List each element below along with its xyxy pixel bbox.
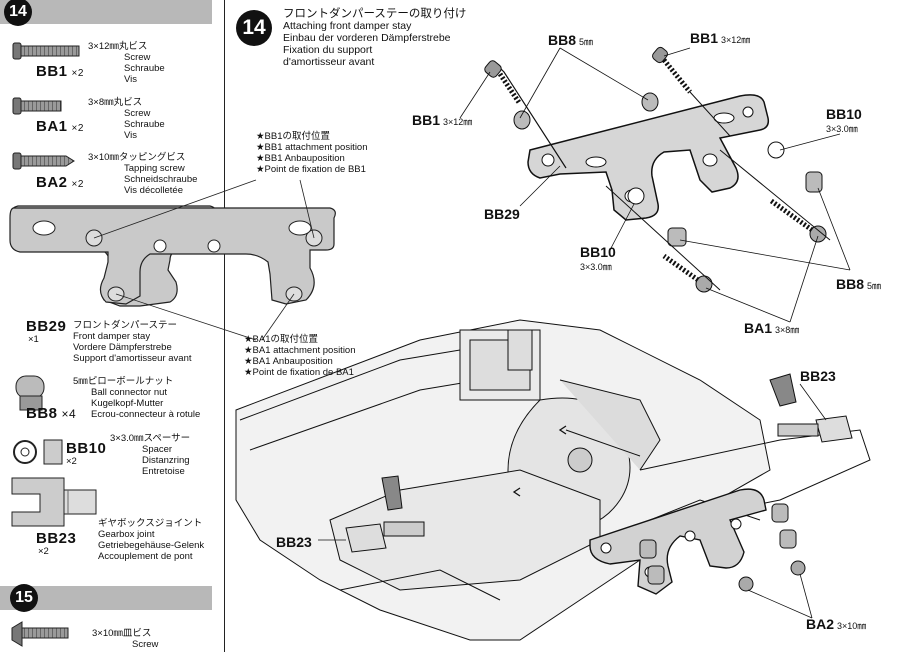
main-step-badge: 14 [236, 10, 272, 46]
exploded-damper-stay [459, 46, 851, 323]
ba1-screw-icon [12, 97, 62, 115]
step14-badge: 14 [4, 0, 32, 26]
title-fr2: d'amortisseur avant [283, 56, 375, 68]
title-en: Attaching front damper stay [283, 20, 412, 32]
bb10-qty: ×2 [66, 456, 77, 467]
step14-header-bar [0, 0, 212, 24]
bb23-joint-left [318, 475, 425, 553]
bb1-screw-icon [12, 42, 80, 60]
bb23-qty: ×2 [38, 546, 49, 557]
bb29-description: フロントダンパーステー Front damper stay Vordere Dä… [73, 320, 192, 364]
bb10-description: 3×3.0㎜スペーサー Spacer Distanzring Entretois… [110, 433, 191, 477]
bb10-code: BB10 [66, 440, 107, 457]
step15-screw-icon [11, 621, 69, 647]
bb1-description: 3×12㎜丸ビス Screw Schraube Vis [88, 41, 165, 85]
title-de: Einbau der vorderen Dämpferstrebe [283, 32, 451, 44]
ba2-description: 3×10㎜タッピングビス Tapping screw Schneidschrau… [88, 152, 198, 196]
bb23-gearbox-joint-icon [11, 477, 97, 527]
bb23-code: BB23 [36, 530, 77, 547]
vertical-divider [224, 0, 225, 652]
bb1-attachment-note: ★BB1の取付位置 ★BB1 attachment position ★BB1 … [256, 131, 368, 175]
ba2-tapping-screw-icon [12, 152, 75, 170]
ba1-description: 3×8㎜丸ビス Screw Schraube Vis [88, 97, 165, 141]
title-fr: Fixation du support [283, 44, 373, 56]
bb29-code: BB29 [26, 318, 67, 335]
title-jp: フロントダンパーステーの取り付け [283, 8, 467, 20]
bb29-qty: ×1 [28, 334, 39, 345]
bb1-code: BB1×2 [36, 63, 84, 80]
bb10-spacer-icon [13, 439, 63, 465]
ba1-code: BA1×2 [36, 118, 84, 135]
step15-screw-description: 3×10㎜皿ビス Screw [92, 628, 159, 650]
callout-bb23-right: BB23 [800, 368, 836, 384]
ba1-attachment-note: ★BA1の取付位置 ★BA1 attachment position ★BA1 … [244, 334, 356, 378]
step15-badge: 15 [10, 584, 38, 612]
callout-bb23-left: BB23 [276, 534, 312, 550]
callout-bb29: BB29 [484, 206, 520, 222]
bb8-description: 5㎜ピローボールナット Ball connector nut Kugelkopf… [73, 376, 201, 420]
bb8-code: BB8×4 [26, 405, 77, 422]
main-title-block: フロントダンパーステーの取り付け Attaching front damper … [283, 8, 466, 68]
bb23-joint-right [769, 373, 853, 443]
bb8-ball-nut-icon [15, 375, 45, 411]
ba2-code: BA2×2 [36, 174, 84, 191]
bb23-description: ギヤボックスジョイント Gearbox joint Getriebegehäus… [98, 518, 205, 562]
